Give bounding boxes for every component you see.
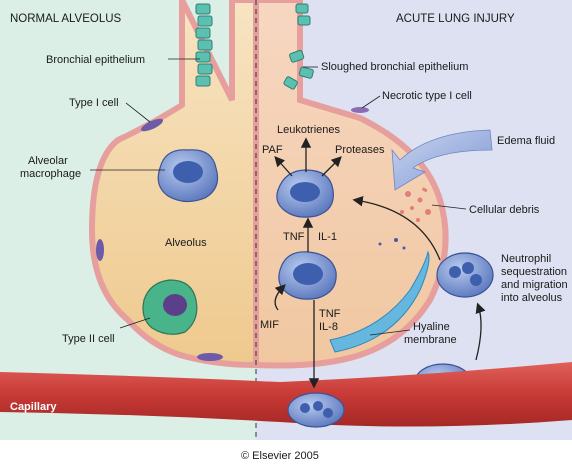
label-necrotic-type1: Necrotic type I cell: [382, 90, 472, 102]
left-panel-title: NORMAL ALVEOLUS: [10, 13, 122, 25]
leader-lines: [90, 58, 467, 336]
capillary-vessel: [0, 362, 572, 427]
neutrophil-capillary-center: [287, 392, 345, 428]
activated-macrophage-top: [276, 169, 334, 218]
copyright-text: © Elsevier 2005: [241, 450, 319, 462]
type2-cell: [142, 279, 198, 335]
label-proteases: Proteases: [335, 144, 385, 156]
cellular-debris: [378, 187, 431, 250]
sloughed-epithelium-cells: [283, 3, 314, 90]
label-type2-cell: Type II cell: [62, 333, 115, 345]
alveolar-macrophage-left: [157, 149, 219, 203]
label-il1: IL-1: [318, 231, 337, 243]
label-hyaline-1: Hyaline: [413, 321, 450, 333]
activated-macrophage-bottom: [278, 251, 337, 300]
label-il8: IL-8: [319, 321, 338, 333]
label-alveolar-macrophage-2: macrophage: [20, 168, 81, 180]
label-edema-fluid: Edema fluid: [497, 135, 555, 147]
type1-cell-nuclei: [96, 107, 369, 361]
label-cellular-debris: Cellular debris: [469, 204, 540, 216]
label-mif: MIF: [260, 319, 279, 331]
edema-fluid-arrow: [391, 129, 493, 191]
label-alveolar-macrophage-1: Alveolar: [28, 155, 68, 167]
neutrophil-migrating: [436, 252, 494, 298]
label-sloughed-epithelium: Sloughed bronchial epithelium: [321, 61, 468, 73]
label-capillary: Capillary: [10, 401, 57, 413]
bronchial-epithelium-cells: [195, 3, 213, 87]
right-panel-title: ACUTE LUNG INJURY: [396, 13, 515, 25]
label-alveolus: Alveolus: [165, 237, 207, 249]
label-neutrophil-3: and migration: [501, 279, 568, 291]
label-bronchial-epithelium: Bronchial epithelium: [46, 54, 145, 66]
mediator-arrows: [274, 137, 486, 389]
label-type1-cell: Type I cell: [69, 97, 119, 109]
label-leukotrienes: Leukotrienes: [277, 124, 340, 136]
label-hyaline-2: membrane: [404, 334, 457, 346]
label-neutrophil-1: Neutrophil: [501, 253, 551, 265]
hyaline-membrane-shape: [329, 250, 430, 353]
label-neutrophil-4: into alveolus: [501, 292, 563, 304]
label-tnf: TNF: [283, 231, 305, 243]
label-tnf2: TNF: [319, 308, 341, 320]
label-paf: PAF: [262, 144, 283, 156]
label-neutrophil-2: sequestration: [501, 266, 567, 278]
